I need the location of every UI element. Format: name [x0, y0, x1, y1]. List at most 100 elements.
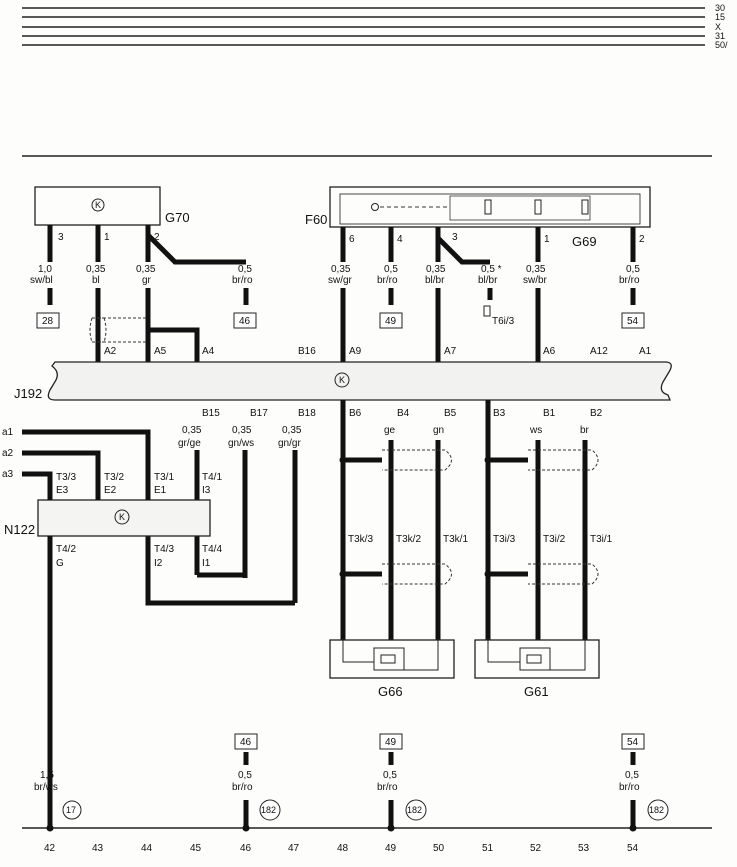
g66-box	[329, 639, 455, 679]
f60-pin-3: 3	[452, 232, 458, 243]
n122-label: N122	[4, 522, 35, 537]
f60-wire-2-gauge: 0,5	[626, 264, 640, 275]
j192-pin-a5: A5	[154, 346, 167, 357]
bottom-wire-49-gauge: 0,5	[383, 770, 397, 781]
j192-pin-b5: B5	[444, 408, 457, 419]
g70-shield-links	[98, 317, 148, 343]
g70-wire-group	[47, 225, 249, 365]
g70-wire-3-color: sw/bl	[30, 275, 53, 286]
n122-pin-e2: E2	[104, 485, 117, 496]
track-42: 42	[44, 843, 56, 854]
f60-resistor-1-icon	[484, 199, 492, 215]
track-53: 53	[578, 843, 590, 854]
g70-wire-2-color: gr	[142, 275, 152, 286]
j192-label: J192	[14, 386, 42, 401]
ref-46-bottom: 46	[240, 737, 252, 748]
bottom-wire-42-color: br/ws	[34, 782, 58, 793]
ref-box-28	[36, 312, 60, 329]
j192-pin-a1: A1	[639, 346, 652, 357]
ref-circle-182-46	[259, 799, 281, 821]
f60-resistor-2-icon	[534, 199, 542, 215]
f60-resistor-box	[449, 195, 591, 221]
n122-pin-i1: I1	[202, 558, 211, 569]
f60-wire-4-color: br/ro	[377, 275, 398, 286]
f60-wire-group	[340, 227, 636, 365]
g70-branch-wire	[146, 233, 246, 265]
g69-label: G69	[572, 234, 597, 249]
ref-circle-182-54	[647, 799, 669, 821]
f60-wire-1-color: sw/br	[523, 275, 548, 286]
g70-branch-gauge: 0,5	[238, 264, 252, 275]
g61-lead-1	[487, 640, 520, 663]
track-44: 44	[141, 843, 153, 854]
ref-182-46: 182	[261, 805, 276, 815]
ref-box-54-bottom	[621, 733, 645, 750]
g70-k-label: K	[95, 200, 101, 210]
rail-label-31: 31	[715, 31, 725, 41]
ref-49-top: 49	[385, 316, 397, 327]
ref-box-46-bottom	[234, 733, 258, 750]
n122-input-wires	[22, 429, 151, 828]
g66-sensor-icon	[373, 647, 405, 671]
j192-pin-b6: B6	[349, 408, 362, 419]
n122-pin-e1: E1	[154, 485, 167, 496]
g70-pin-1: 1	[104, 232, 110, 243]
rail-label-30: 30	[715, 3, 725, 13]
j192-lower-wires	[145, 400, 588, 640]
j192-control-unit	[47, 361, 672, 401]
n122-pin-t3-3: T3/3	[56, 472, 76, 483]
connector-t3k-3: T3k/3	[348, 534, 373, 545]
g70-wire-1-color: bl	[92, 275, 100, 286]
f60-wire-3-gauge: 0,35	[426, 264, 446, 275]
junction-dots	[339, 456, 492, 578]
j192-b17-gauge: 0,35	[232, 425, 252, 436]
input-a3: a3	[2, 469, 14, 480]
bottom-wire-46-color: br/ro	[232, 782, 253, 793]
j192-pin-a9: A9	[349, 346, 362, 357]
n122-pin-g: G	[56, 558, 64, 569]
j192-k-symbol	[334, 372, 350, 388]
g66-lead-1	[342, 640, 374, 663]
sensor-color-ge: ge	[384, 425, 396, 436]
j192-pin-b3: B3	[493, 408, 506, 419]
j192-b18-gauge: 0,35	[282, 425, 302, 436]
g66-sensor-inner-icon	[380, 654, 396, 664]
f60-label: F60	[305, 212, 327, 227]
g61-label: G61	[524, 684, 549, 699]
g61-lead-2	[550, 640, 586, 671]
connector-t3k-2: T3k/2	[396, 534, 421, 545]
track-43: 43	[92, 843, 104, 854]
j192-pin-b1: B1	[543, 408, 556, 419]
g70-branch-color: br/ro	[232, 275, 253, 286]
f60-branch-gauge: 0,5 *	[481, 264, 502, 275]
j192-pin-b4: B4	[397, 408, 410, 419]
track-46: 46	[240, 843, 252, 854]
n122-pin-t4-3: T4/3	[154, 544, 174, 555]
n122-pin-e3: E3	[56, 485, 69, 496]
n122-k-label: K	[119, 512, 125, 522]
bottom-wire-54-gauge: 0,5	[625, 770, 639, 781]
rail-label-15: 15	[715, 12, 725, 22]
g70-k-symbol	[91, 198, 105, 212]
bottom-wire-49-color: br/ro	[377, 782, 398, 793]
connector-t3i-3: T3i/3	[493, 534, 516, 545]
ref-182-49: 182	[407, 805, 422, 815]
ref-box-49-top	[379, 312, 403, 329]
bottom-wire-42-gauge: 1,5	[40, 770, 54, 781]
n122-pin-t3-2: T3/2	[104, 472, 124, 483]
f60-pin-2: 2	[639, 234, 645, 245]
ref-circle-182-49	[405, 799, 427, 821]
f60-box	[329, 186, 651, 228]
ref-circle-17	[62, 800, 82, 820]
sensor-color-ws: ws	[529, 425, 542, 436]
g70-label: G70	[165, 210, 190, 225]
n122-box	[37, 499, 211, 537]
n122-pin-t4-1: T4/1	[202, 472, 222, 483]
track-49: 49	[385, 843, 397, 854]
g66-lead-2	[404, 640, 439, 671]
track-47: 47	[288, 843, 300, 854]
j192-pin-a12: A12	[590, 346, 608, 357]
f60-wire-6-gauge: 0,35	[331, 264, 351, 275]
connector-t3k-1: T3k/1	[443, 534, 468, 545]
track-50: 50	[433, 843, 445, 854]
